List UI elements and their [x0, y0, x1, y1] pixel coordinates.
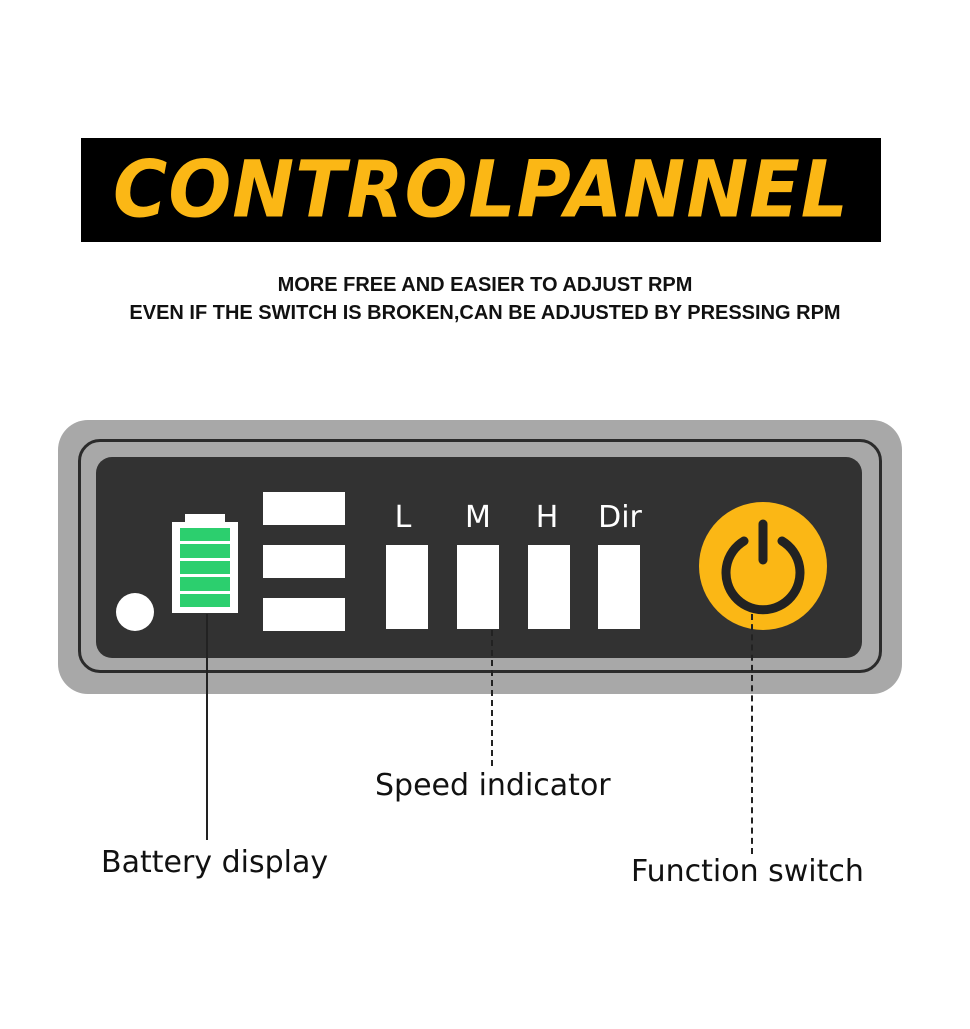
battery-cell [180, 560, 230, 575]
battery-cell [180, 544, 230, 558]
power-leader-line [751, 614, 753, 854]
speed-button-direction[interactable] [598, 545, 640, 629]
title-banner: CONTROLPANNEL [81, 138, 881, 242]
battery-cells [180, 528, 230, 608]
battery-cell [180, 577, 230, 591]
battery-icon [172, 522, 238, 613]
subtitle-line-2: EVEN IF THE SWITCH IS BROKEN,CAN BE ADJU… [129, 302, 841, 324]
level-bar-bottom [263, 598, 345, 631]
indicator-led [116, 593, 154, 631]
battery-leader-line [206, 614, 208, 840]
battery-terminal [185, 514, 225, 523]
speed-label-medium: M [465, 500, 491, 535]
level-bar-top [263, 492, 345, 525]
power-button[interactable] [699, 502, 827, 630]
speed-button-high[interactable] [528, 545, 570, 629]
battery-cell [180, 528, 230, 542]
speed-button-low[interactable] [386, 545, 428, 629]
control-panel-border [78, 439, 882, 673]
battery-display-label: Battery display [101, 845, 329, 880]
speed-leader-line [491, 630, 493, 766]
function-switch-label: Function switch [631, 854, 864, 889]
speed-indicator-label: Speed indicator [375, 768, 611, 803]
speed-label-direction: Dir [598, 500, 642, 535]
speed-button-medium[interactable] [457, 545, 499, 629]
power-icon [721, 519, 805, 615]
subtitle-line-1: MORE FREE AND EASIER TO ADJUST RPM [277, 274, 693, 296]
battery-cell [180, 593, 230, 608]
speed-label-low: L [394, 500, 412, 535]
banner-title: CONTROLPANNEL [113, 144, 849, 236]
level-bar-middle [263, 545, 345, 578]
speed-label-high: H [535, 500, 559, 535]
